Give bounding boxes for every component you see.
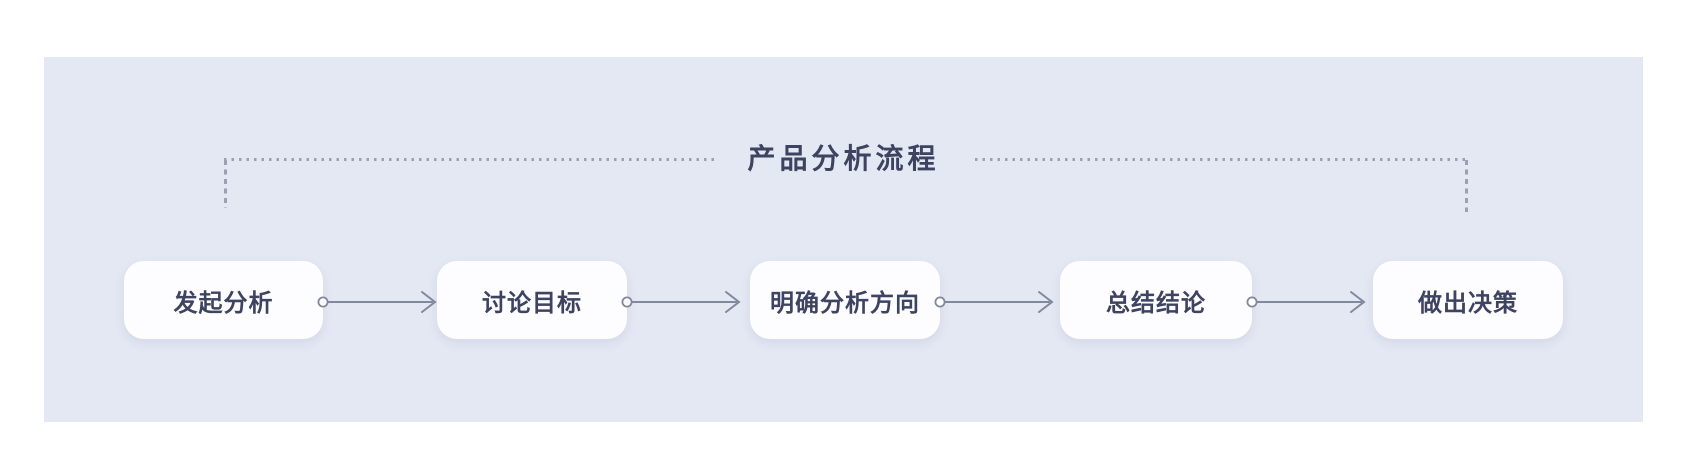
arrowhead-icon bbox=[725, 291, 741, 313]
node-label: 发起分析 bbox=[173, 289, 274, 317]
connector-dot-icon bbox=[621, 296, 633, 308]
connector-dot-icon bbox=[934, 296, 946, 308]
title-dotted-line-left bbox=[224, 158, 715, 161]
flow-node-summarize-conclusions: 总结结论 bbox=[1060, 261, 1252, 339]
flow-arrow-2 bbox=[621, 291, 741, 313]
connector-dot-icon bbox=[1246, 296, 1258, 308]
flow-arrow-4 bbox=[1246, 291, 1366, 313]
flow-node-clarify-direction: 明确分析方向 bbox=[750, 261, 940, 339]
flow-diagram-panel: 产品分析流程 发起分析 讨论目标 明确分析方向 总结结论 做出决策 bbox=[44, 57, 1643, 422]
flow-arrow-1 bbox=[317, 291, 437, 313]
node-label: 讨论目标 bbox=[482, 289, 582, 317]
node-label: 总结结论 bbox=[1106, 289, 1206, 317]
title-dotted-line-right bbox=[975, 158, 1467, 161]
title-dotted-corner-right bbox=[1465, 160, 1468, 212]
connector-dot-icon bbox=[317, 296, 329, 308]
title-dotted-corner-left bbox=[224, 160, 227, 208]
flow-node-initiate-analysis: 发起分析 bbox=[124, 261, 323, 339]
node-label: 明确分析方向 bbox=[770, 289, 920, 317]
arrowhead-icon bbox=[1038, 291, 1054, 313]
node-label: 做出决策 bbox=[1418, 289, 1518, 317]
flow-title: 产品分析流程 bbox=[747, 143, 940, 174]
flow-arrow-3 bbox=[934, 291, 1054, 313]
flow-node-make-decision: 做出决策 bbox=[1373, 261, 1563, 339]
flow-node-discuss-goals: 讨论目标 bbox=[437, 261, 627, 339]
arrowhead-icon bbox=[1350, 291, 1366, 313]
arrowhead-icon bbox=[421, 291, 437, 313]
